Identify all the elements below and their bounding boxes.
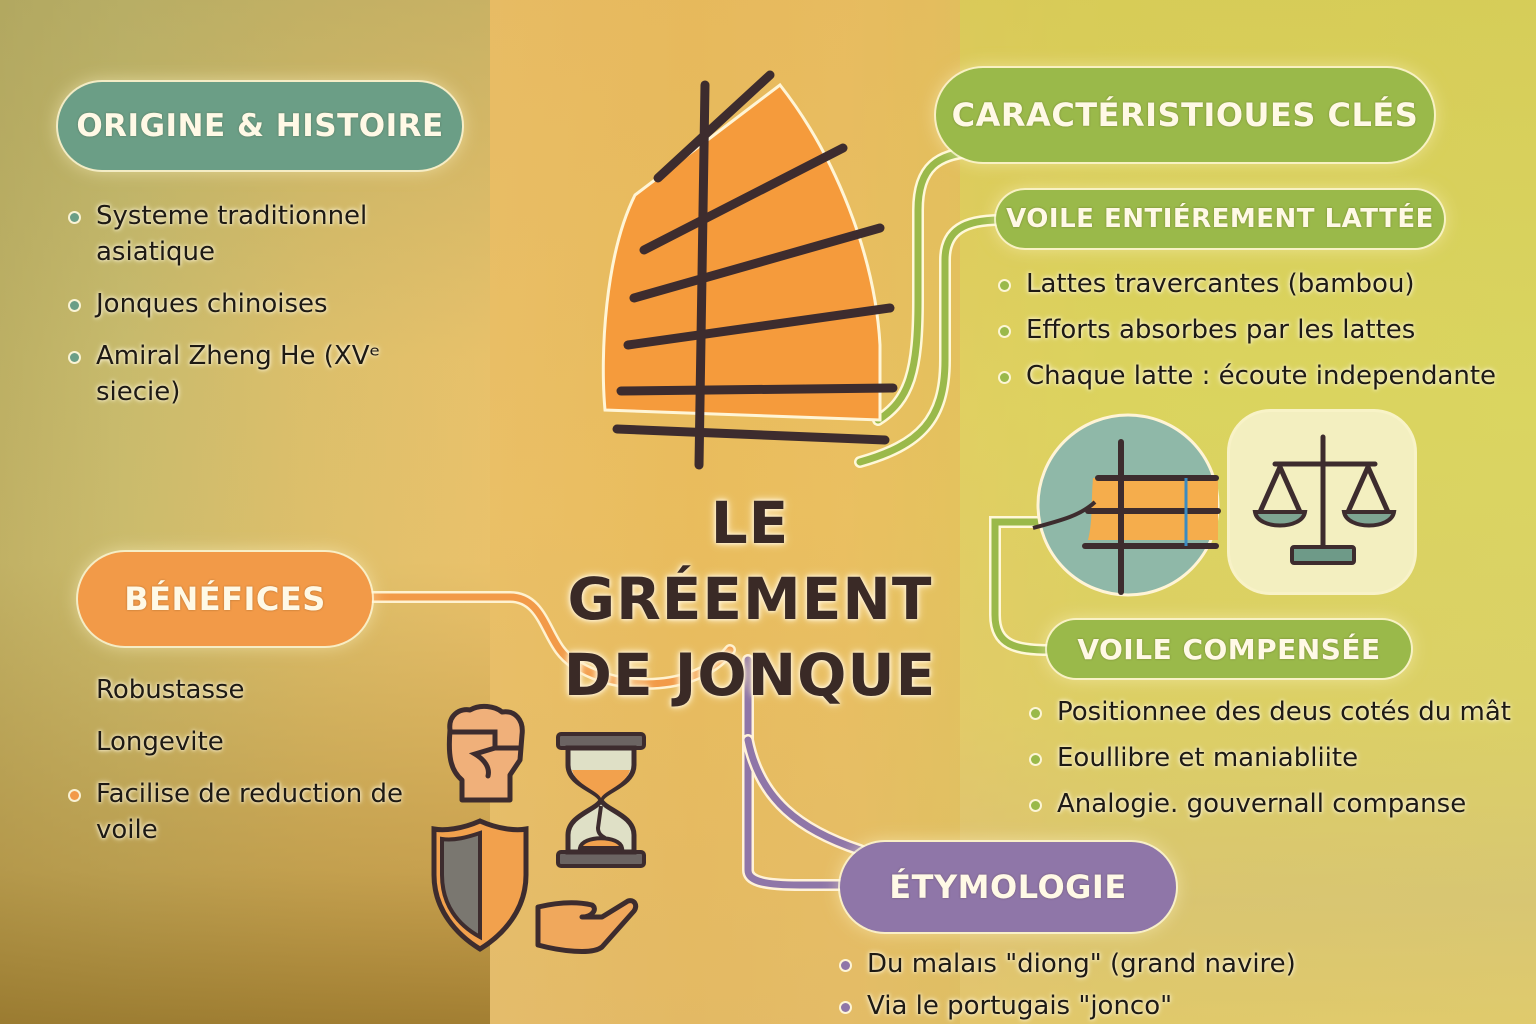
bullet-icon: [1000, 327, 1009, 336]
list-item: Facilise de reduction de voile: [66, 776, 406, 848]
voile-lattee-list: Lattes travercantes (bambou) Efforts abs…: [996, 266, 1516, 394]
battened-sail-detail-icon: [1032, 413, 1221, 597]
benefices-heading-label: BÉNÉFICES: [124, 580, 326, 618]
voile-lattee-heading-label: VOILE ENTIÉREMENT LATTÉE: [1006, 204, 1434, 234]
bullet-icon: [1031, 709, 1040, 718]
list-item: Longevite: [96, 727, 224, 757]
bullet-icon: [70, 301, 79, 310]
bullet-icon: [1000, 281, 1009, 290]
etymologie-heading: ÉTYMOLOGIE: [840, 842, 1176, 932]
origine-heading-label: ORIGINE & HISTOIRE: [76, 108, 444, 144]
benefices-list: Robustasse Longevite Facilise de reducti…: [66, 672, 406, 848]
benefices-heading: BÉNÉFICES: [78, 552, 372, 646]
junk-sail-icon: [601, 70, 898, 470]
list-item: Du malaıs "diong" (grand navire): [837, 946, 1397, 982]
bullet-icon: [1031, 801, 1040, 810]
fist-icon: [446, 703, 525, 803]
origine-list: Systeme traditionnel asiatique Jonques c…: [66, 198, 446, 410]
list-item: Robustasse: [96, 675, 245, 705]
balance-scale-icon: [1252, 434, 1397, 565]
bullet-icon: [841, 1003, 850, 1012]
balance-scale-tile: [1230, 412, 1414, 592]
list-item: Amiral Zheng He (XVᵉ siecie): [66, 338, 446, 410]
list-item: Via le portugais "jonco": [837, 988, 1397, 1024]
etymologie-heading-label: ÉTYMOLOGIE: [889, 868, 1127, 906]
list-item: Systeme traditionnel asiatique: [66, 198, 446, 270]
list-item: Lattes travercantes (bambou): [996, 266, 1516, 302]
hourglass-icon: [556, 732, 646, 868]
list-item: Eoullibre et maniabliite: [1027, 740, 1536, 776]
page-title: LE GRÉEMENT DE JONQUE: [520, 485, 980, 713]
caracteristiques-heading: CARACTÉRISTIOUES CLÉS: [936, 68, 1434, 162]
list-item: Chaque latte : écoute independante: [996, 358, 1516, 394]
title-line-2: DE JONQUE: [563, 641, 937, 709]
list-item: Efforts absorbes par les lattes: [996, 312, 1516, 348]
bullet-icon: [1031, 755, 1040, 764]
etymologie-list: Du malaıs "diong" (grand navire) Via le …: [837, 946, 1397, 1024]
list-item: Jonques chinoises: [66, 286, 446, 322]
bullet-icon: [841, 961, 850, 970]
bullet-icon: [70, 791, 79, 800]
bullet-icon: [70, 353, 79, 362]
voile-compensee-heading-label: VOILE COMPENSÉE: [1077, 632, 1381, 666]
origine-heading: ORIGINE & HISTOIRE: [58, 82, 462, 170]
title-line-1: LE GRÉEMENT: [567, 489, 933, 633]
voile-compensee-heading: VOILE COMPENSÉE: [1047, 620, 1411, 678]
list-item: Analogie. gouvernall companse: [1027, 786, 1536, 822]
list-item: Positionnee des deus cotés du mât: [1027, 694, 1536, 730]
voile-lattee-heading: VOILE ENTIÉREMENT LATTÉE: [996, 190, 1444, 248]
shield-icon: [431, 818, 529, 952]
bullet-icon: [1000, 373, 1009, 382]
hand-icon: [535, 898, 639, 954]
caracteristiques-heading-label: CARACTÉRISTIOUES CLÉS: [951, 96, 1419, 134]
voile-compensee-list: Positionnee des deus cotés du mât Eoulli…: [1027, 694, 1536, 822]
bullet-icon: [70, 213, 79, 222]
